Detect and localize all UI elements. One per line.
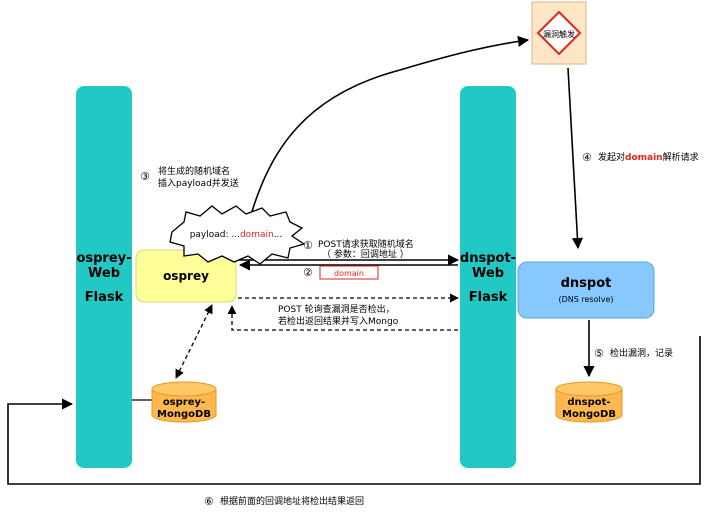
dnspot-web-label-3: Flask (469, 290, 508, 305)
poll-line2: 若检出返回结果并写入Mongo (278, 315, 399, 327)
step3-line1: 将生成的随机域名 (158, 165, 230, 177)
payload-send-arrow (249, 35, 530, 219)
trigger-box: 漏洞触发 (531, 1, 587, 65)
step6-text: 根据前面的回调地址将检出结果返回 (220, 495, 364, 507)
dnspot-box (517, 261, 655, 319)
step1-line2: （ 参数：回调地址 ） (322, 248, 409, 260)
dnspot-mongodb-label-1: dnspot- (567, 397, 610, 408)
step2-num: ② (303, 266, 313, 279)
dnspot-label: dnspot (561, 276, 612, 291)
dnspot-sublabel: (DNS resolve) (559, 295, 614, 304)
osprey-web-label-2: Web (88, 266, 120, 281)
step3-line2: 插入payload并发送 (158, 177, 239, 189)
dns-resolve-arrow (567, 67, 584, 250)
poll-line1: POST 轮询查漏洞是否检出， (278, 303, 395, 315)
dnspot-web-bar (460, 86, 516, 468)
osprey-mongodb: osprey- MongoDB (151, 381, 217, 423)
osprey-label: osprey (163, 269, 209, 283)
payload-text: payload: ...domain... (190, 230, 283, 240)
dnspot-mongodb: dnspot- MongoDB (555, 381, 623, 423)
step6-num: ⑥ (204, 495, 214, 508)
trigger-label: 漏洞触发 (543, 29, 575, 39)
dnspot-web-label-2: Web (472, 266, 504, 281)
step1-line1: POST请求获取随机域名 (318, 238, 414, 250)
poll-result-arrow (227, 305, 458, 331)
dnspot-mongodb-label-2: MongoDB (562, 409, 616, 420)
step2-domain-box (319, 265, 379, 280)
step4-num: ④ (582, 151, 592, 164)
result-return-arrow (7, 336, 701, 485)
step2-domain: domain (334, 269, 364, 278)
osprey-mongodb-label-1: osprey- (163, 397, 205, 408)
osprey-web-bar (76, 86, 132, 468)
step5-num: ⑤ (594, 347, 604, 360)
step4-text: 发起对domain解析请求 (598, 151, 699, 163)
step5-text: 检出漏洞，记录 (610, 347, 673, 359)
dnspot-web-label-1: dnspot- (460, 251, 516, 266)
step3-num: ③ (140, 170, 150, 183)
osprey-db-link (175, 304, 213, 379)
step1-num: ① (303, 239, 313, 252)
osprey-web-label-1: osprey- (76, 251, 131, 266)
osprey-web-label-3: Flask (85, 290, 124, 305)
osprey-mongodb-label-2: MongoDB (157, 409, 211, 420)
payload-burst: payload: ...domain... (169, 205, 306, 265)
